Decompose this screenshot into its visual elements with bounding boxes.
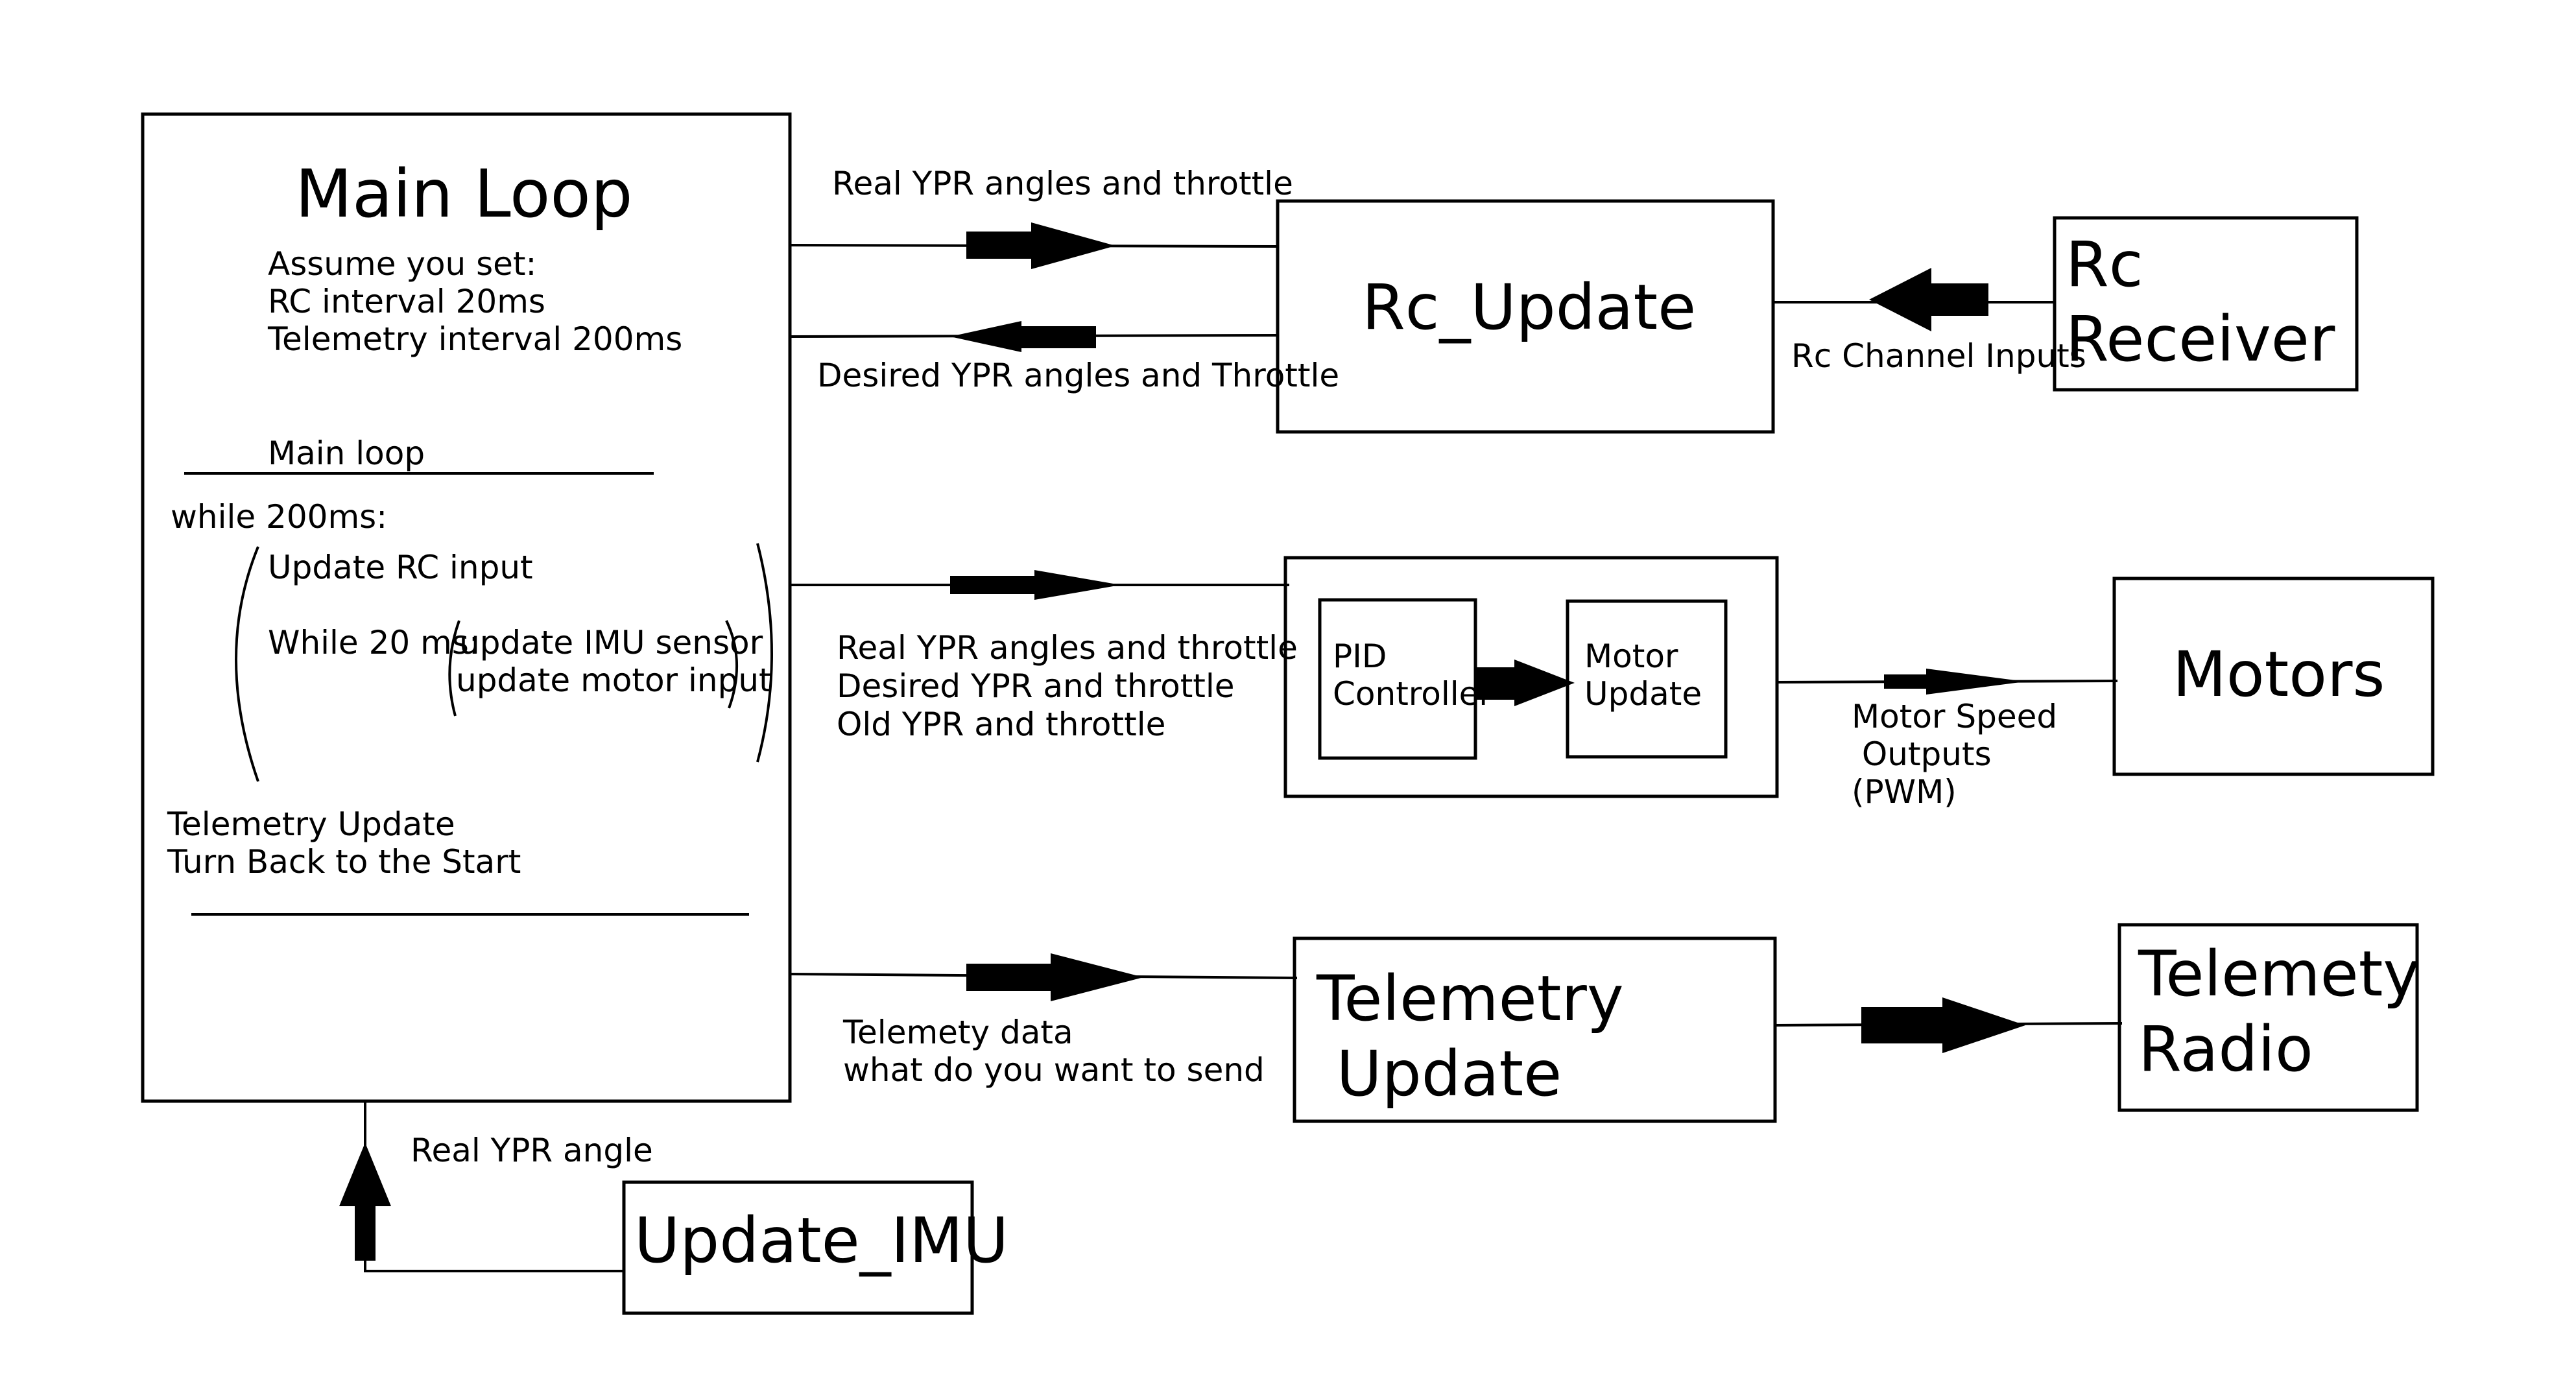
pid-input-real-label: Real YPR angles and throttle <box>837 629 1298 667</box>
motor-update-box <box>1566 599 1728 759</box>
telemetry-radio-box <box>2117 923 2419 1112</box>
arrow-right-icon <box>1051 953 1143 1001</box>
telemetry-radio-label-line2: Radio <box>2138 1013 2313 1086</box>
motors-label: Motors <box>2173 638 2385 711</box>
telemetry-data-label-line1: Telemety data <box>843 1014 1073 1051</box>
telemetry-data-label-line2: what do you want to send <box>843 1051 1265 1089</box>
rc-update-box <box>1276 199 1775 434</box>
motor-speed-label-line2: Outputs <box>1852 735 1992 773</box>
motor-speed-label-line3: (PWM) <box>1852 773 1957 811</box>
rc-interval-line: RC interval 20ms <box>268 283 545 320</box>
update-imu-label: Update_IMU <box>634 1204 1009 1277</box>
real-ypr-angle-label: Real YPR angle <box>411 1132 653 1169</box>
motors-box <box>2112 577 2435 776</box>
arrow-up-icon <box>339 1143 391 1206</box>
update-imu-box <box>622 1180 974 1315</box>
rc-channel-inputs-label: Rc Channel Inputs <box>1791 337 2086 375</box>
turn-back-step: Turn Back to the Start <box>167 843 521 881</box>
outer-bracket-right <box>756 543 773 763</box>
controller-group-box <box>1283 556 1779 798</box>
real-ypr-throttle-label: Real YPR angles and throttle <box>832 165 1293 202</box>
line-imu-to-main <box>364 1101 624 1272</box>
desired-ypr-throttle-label: Desired YPR angles and Throttle <box>817 357 1340 394</box>
arrow-right-icon <box>1031 222 1115 269</box>
rc-receiver-label-line1: Rc <box>2066 228 2143 301</box>
pid-input-desired-label: Desired YPR and throttle <box>837 667 1235 705</box>
while-outer-label: while 200ms: <box>171 498 388 536</box>
telemetry-update-box <box>1293 936 1777 1123</box>
arrow-left-icon <box>950 321 1021 352</box>
main-loop-title: Main Loop <box>295 156 633 233</box>
telemetry-update-label-line1: Telemetry <box>1317 962 1624 1035</box>
telemetry-radio-label-line1: Telemety <box>2138 938 2420 1010</box>
rc-receiver-box <box>2053 216 2359 392</box>
update-rc-step: Update RC input <box>268 549 533 586</box>
motor-speed-label-line1: Motor Speed <box>1852 698 2058 735</box>
pid-controller-label-line1: PID <box>1333 637 1387 675</box>
update-imu-step: update IMU sensor <box>459 624 763 661</box>
telemetry-update-label-line2: Update <box>1317 1038 1562 1110</box>
arrow-right-icon <box>1514 660 1575 706</box>
telemetry-update-step: Telemetry Update <box>167 805 455 843</box>
arrow-right-icon <box>1926 669 2025 695</box>
main-loop-box <box>141 112 792 1103</box>
telemetry-interval-line: Telemetry interval 200ms <box>268 320 683 358</box>
rc-receiver-label-line2: Receiver <box>2066 303 2335 375</box>
arrow-right-icon <box>1034 570 1121 600</box>
outer-bracket-left <box>235 546 259 782</box>
motor-update-label-line1: Motor <box>1584 637 1678 675</box>
pid-input-old-label: Old YPR and throttle <box>837 706 1166 743</box>
rc-update-label: Rc_Update <box>1362 271 1697 344</box>
pid-controller-label-line2: Controller <box>1333 675 1492 713</box>
inner-bracket-right <box>725 620 738 709</box>
inner-bracket-left <box>448 620 460 717</box>
main-loop-section-label: Main loop <box>268 434 425 472</box>
assume-line: Assume you set: <box>268 245 537 283</box>
motor-update-label-line2: Update <box>1584 675 1702 713</box>
while-inner-label: While 20 ms: <box>268 624 480 661</box>
arrow-left-icon <box>1869 268 1931 331</box>
update-motor-step: update motor input <box>456 661 772 699</box>
arrow-right-icon <box>1942 997 2025 1053</box>
